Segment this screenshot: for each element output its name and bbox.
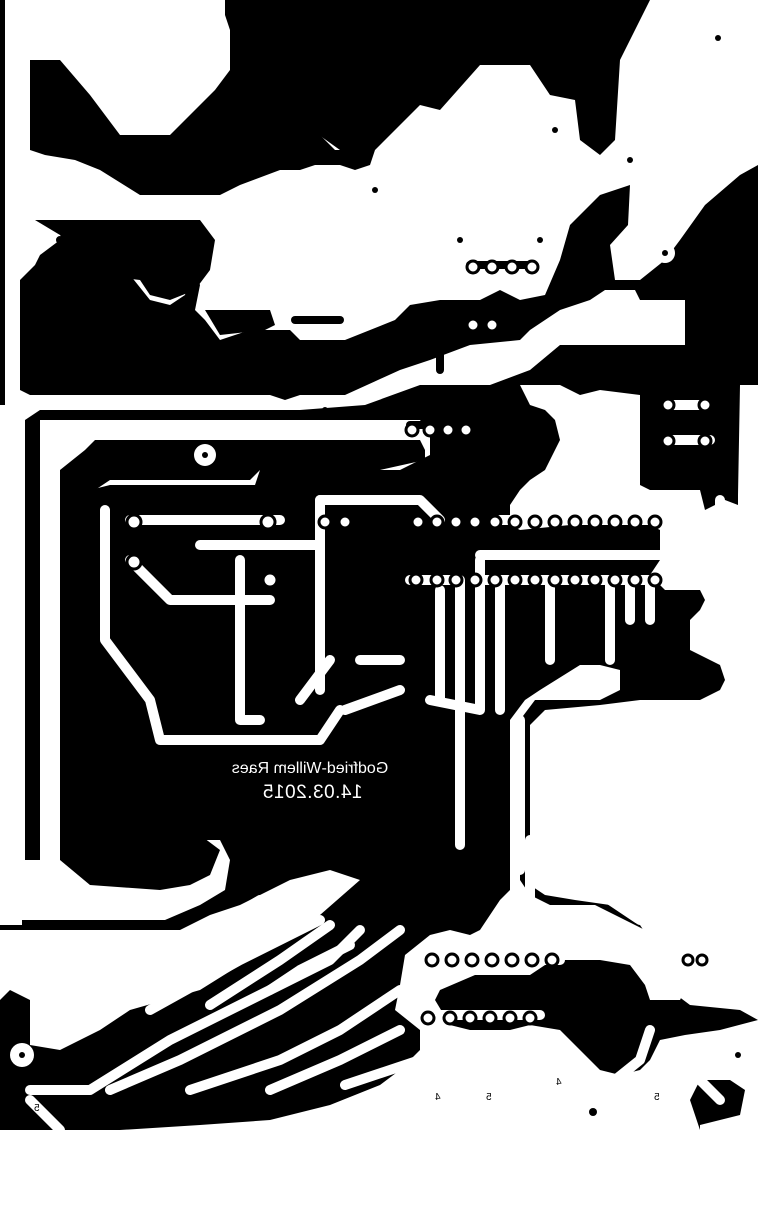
vias [52,1185,715,1191]
project-label: Propeller Control [593,796,721,815]
maker-label: Balmec [629,720,687,739]
holes [42,27,633,413]
jack-label-3: THRU [359,1140,423,1162]
jack-label-2: THRU [203,1140,267,1162]
author-label: Godfried-Willem Raes [231,760,389,777]
pin-label: 5 [486,1092,492,1103]
revision-label: 3 [650,826,661,846]
jack-label-5: IN [673,1140,697,1162]
pin-label: 5 [654,1092,660,1103]
pin-label: 5 [186,1103,192,1114]
pin-label: 5 [330,1087,336,1098]
pads [10,27,750,1121]
pin-label: 4 [108,1103,114,1114]
jack-label-4: THRU [511,1140,575,1162]
pin-label: 4 [730,1088,736,1099]
right-copper [510,385,758,1020]
logos-logo: logos [605,858,707,902]
pin-label: 4 [435,1092,441,1103]
pin-label: 1 [596,1034,602,1045]
pin-label: 4 [262,1103,268,1114]
pin-label: 4 [556,1077,562,1088]
pin-label: 5 [34,1103,40,1114]
jack-label-1: THRU [49,1140,113,1162]
date-label: 14.03.2015 [262,782,363,803]
